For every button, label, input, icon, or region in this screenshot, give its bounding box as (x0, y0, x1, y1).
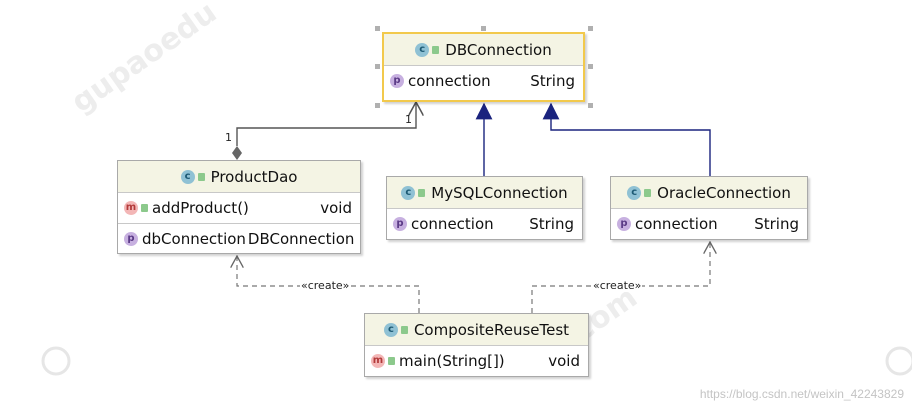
class-header: c DBConnection (384, 34, 583, 66)
selection-handle[interactable] (481, 26, 486, 31)
lock-icon (141, 204, 148, 212)
field-type: String (529, 215, 574, 233)
property-icon: p (617, 217, 631, 231)
class-icon: c (383, 322, 398, 337)
refresh-icon (885, 346, 912, 376)
class-dbconnection[interactable]: c DBConnection p connection String (382, 32, 585, 102)
selection-handle[interactable] (375, 103, 380, 108)
selection-handle[interactable] (375, 64, 380, 69)
field-row[interactable]: p dbConnection DBConnection (118, 223, 360, 254)
field-row[interactable]: p connection String (384, 66, 583, 96)
field-row[interactable]: p connection String (611, 209, 807, 239)
class-mysqlconnection[interactable]: c MySQLConnection p connection String (386, 176, 583, 240)
method-name: main(String[]) (399, 352, 505, 370)
selection-handle[interactable] (588, 103, 593, 108)
class-header: c OracleConnection (611, 177, 807, 209)
field-name: connection (411, 215, 494, 233)
lock-icon (644, 188, 652, 197)
class-name: MySQLConnection (431, 183, 568, 202)
field-name: connection (408, 72, 491, 90)
method-icon: m (371, 354, 385, 368)
class-header: c MySQLConnection (387, 177, 582, 209)
lock-icon (388, 357, 395, 365)
class-header: c ProductDao (118, 161, 360, 193)
class-compositereusetest[interactable]: c CompositeReuseTest m main(String[]) vo… (364, 313, 589, 377)
field-type: String (530, 72, 575, 90)
method-return-type: void (548, 352, 580, 370)
method-row[interactable]: m main(String[]) void (365, 346, 588, 376)
create-label-left: «create» (300, 279, 351, 292)
class-name: CompositeReuseTest (413, 320, 570, 339)
refresh-icon (41, 346, 71, 376)
aggregation-diamond (232, 146, 242, 160)
method-return-type: void (320, 199, 352, 217)
class-header: c CompositeReuseTest (365, 314, 588, 346)
class-icon: c (180, 169, 195, 184)
aggregation-line (236, 102, 416, 146)
class-icon: c (415, 42, 430, 57)
method-name: addProduct() (152, 199, 249, 217)
aggregation-multiplicity-source: 1 (225, 131, 232, 144)
aggregation-multiplicity-target: 1 (405, 113, 412, 126)
lock-icon (418, 188, 426, 197)
field-name: dbConnection (142, 230, 246, 248)
class-icon: c (627, 185, 642, 200)
class-name: DBConnection (445, 40, 552, 59)
method-row[interactable]: m addProduct() void (118, 193, 360, 223)
class-name: OracleConnection (657, 183, 791, 202)
field-name: connection (635, 215, 718, 233)
selection-handle[interactable] (588, 64, 593, 69)
selection-handle[interactable] (588, 26, 593, 31)
class-icon: c (401, 185, 416, 200)
create-label-right: «create» (592, 279, 643, 292)
inheritance-line-oracle (542, 102, 711, 176)
create-dependency-line-right (531, 242, 710, 313)
class-name: ProductDao (210, 167, 298, 186)
property-icon: p (124, 232, 138, 246)
class-oracleconnection[interactable]: c OracleConnection p connection String (610, 176, 808, 240)
class-productdao[interactable]: c ProductDao m addProduct() void p dbCon… (117, 160, 361, 254)
field-row[interactable]: p connection String (387, 209, 582, 239)
field-type: DBConnection (247, 230, 355, 248)
lock-icon (400, 325, 408, 334)
property-icon: p (393, 217, 407, 231)
watermark-url: https://blog.csdn.net/weixin_42243829 (699, 387, 904, 401)
lock-icon (197, 172, 205, 181)
method-icon: m (124, 201, 138, 215)
property-icon: p (390, 74, 404, 88)
lock-icon (432, 45, 440, 54)
selection-handle[interactable] (375, 26, 380, 31)
field-type: String (754, 215, 799, 233)
